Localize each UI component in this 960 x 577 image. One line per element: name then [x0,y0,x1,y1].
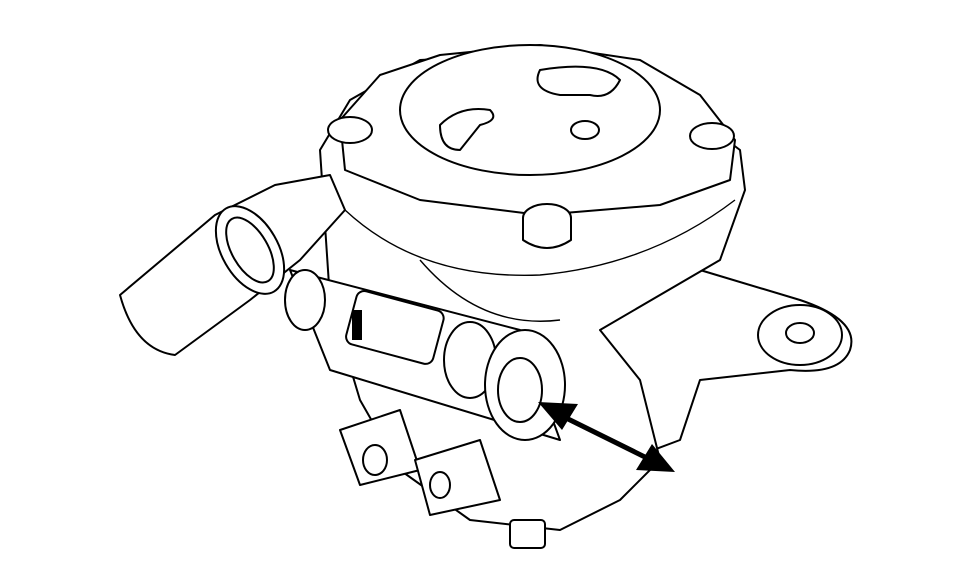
mounting-bosses [339,409,546,549]
cover-flange [327,44,736,249]
flow-control-valve [284,269,566,441]
double-arrow-icon [538,402,675,472]
inlet-pipe [119,174,346,356]
